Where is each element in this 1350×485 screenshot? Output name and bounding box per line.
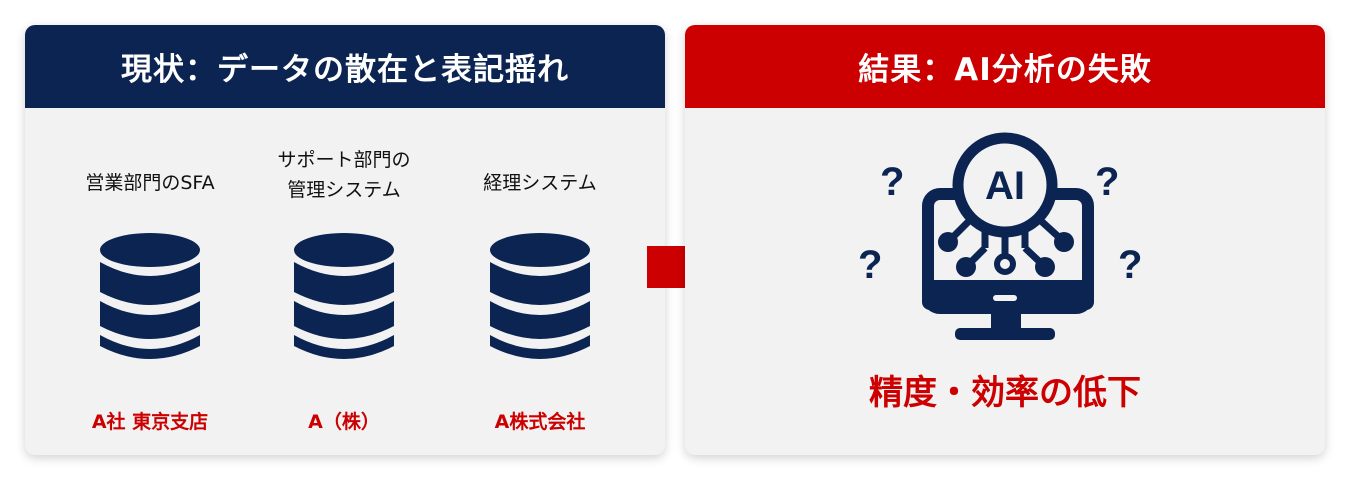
system-accounting: 経理システム A株式会社 — [440, 25, 640, 455]
company-name: A株式会社 — [494, 411, 586, 433]
database-icon — [490, 233, 590, 359]
company-name: A社 東京支店 — [91, 411, 209, 433]
system-name: サポート部門の 管理システム — [277, 149, 411, 201]
current-state-panel: 現状：データの散在と表記揺れ 営業部門のSFA A社 東京支店 サポート部門の … — [25, 25, 665, 455]
system-name: 経理システム — [483, 172, 597, 194]
question-mark-icon: ? — [880, 160, 904, 204]
result-panel: 結果：AI分析の失敗 ? ? ? ? AI 精度・効率の低下 — [685, 25, 1325, 455]
question-mark-icon: ? — [1095, 160, 1119, 204]
company-name: A（株） — [308, 411, 380, 433]
question-mark-icon: ? — [858, 243, 882, 287]
result-text: 精度・効率の低下 — [869, 373, 1141, 413]
database-icon — [100, 233, 200, 359]
ai-label: AI — [985, 164, 1025, 208]
ai-monitor-icon: ? ? ? ? AI — [858, 132, 1142, 340]
current-state-title: 現状：データの散在と表記揺れ — [25, 25, 665, 108]
system-support: サポート部門の 管理システム A（株） — [244, 25, 444, 455]
database-icon — [294, 233, 394, 359]
result-title: 結果：AI分析の失敗 — [685, 25, 1325, 108]
question-mark-icon: ? — [1118, 243, 1142, 287]
system-sfa: 営業部門のSFA A社 東京支店 — [50, 25, 250, 455]
system-name: 営業部門のSFA — [85, 172, 215, 194]
